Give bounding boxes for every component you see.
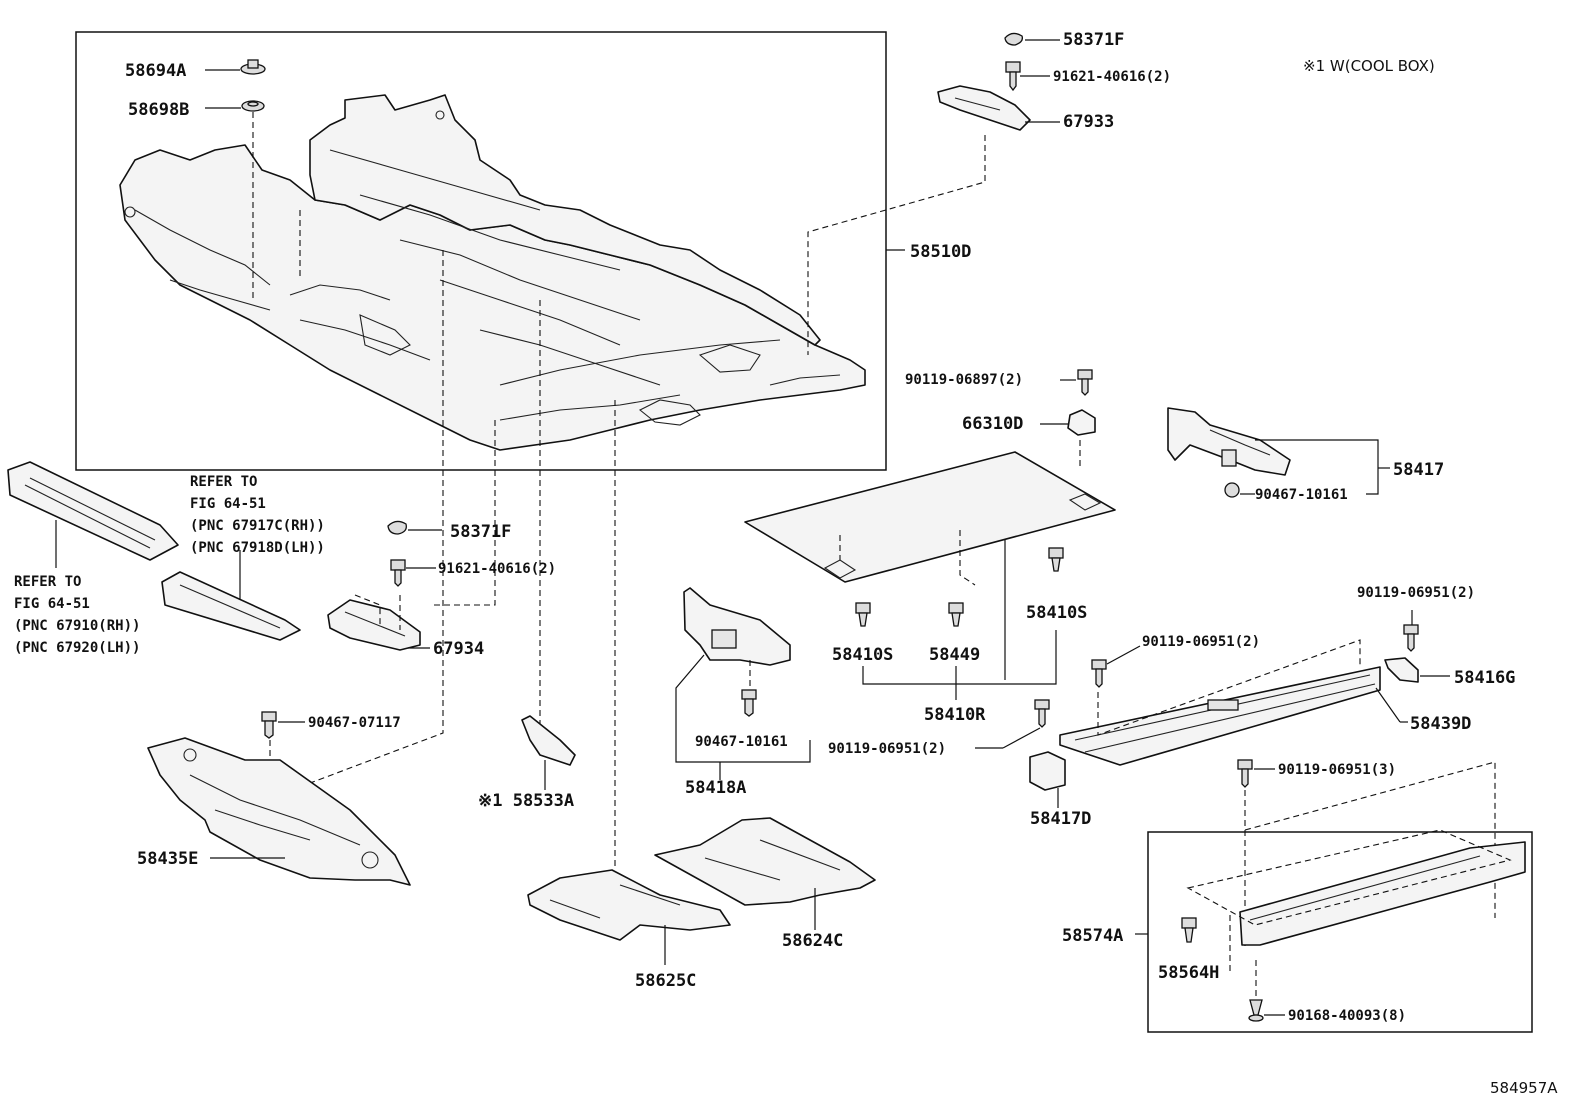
screw-91621-top [1005, 61, 1021, 92]
label-91621-mid: 91621-40616(2) [438, 561, 556, 577]
label-58371F-top: 58371F [1063, 30, 1124, 50]
bracket-58416G [1384, 657, 1419, 683]
label-67933: 67933 [1063, 112, 1114, 132]
label-58564H: 58564H [1158, 963, 1219, 983]
label-58410S-left: 58410S [832, 645, 893, 665]
label-58625C: 58625C [635, 971, 696, 991]
label-90467-10161-a: 90467-10161 [1255, 487, 1348, 503]
label-90119-06951-r: 90119-06951(2) [1357, 585, 1475, 601]
scuff-plate-lower [161, 571, 301, 641]
label-66310D: 66310D [962, 414, 1023, 434]
step-group-frame [1147, 831, 1533, 1033]
screw-90467-10161-a [1224, 482, 1240, 498]
screw-90168-40093 [1248, 999, 1264, 1022]
label-58574A: 58574A [1062, 926, 1123, 946]
bracket-67934 [327, 599, 421, 651]
label-90467-07117: 90467-07117 [308, 715, 401, 731]
clip-58564H [1181, 917, 1197, 943]
screw-90119-06951-m [1091, 659, 1107, 688]
bracket-66310D [1067, 409, 1096, 436]
refer-b-line-2: FIG 64-51 [14, 596, 90, 612]
label-58410R: 58410R [924, 705, 986, 725]
scuff-plate-upper [7, 461, 179, 561]
label-58533A: ※1 58533A [478, 791, 574, 811]
clip-58410S-right [1048, 547, 1064, 572]
screw-90119-06951-3 [1237, 759, 1253, 788]
refer-b-line-4: (PNC 67920(LH)) [14, 640, 140, 656]
bracket-58533A [521, 715, 576, 766]
label-58417: 58417 [1393, 460, 1444, 480]
bracket-58417 [1167, 407, 1291, 476]
bracket-67933 [937, 85, 1031, 131]
screw-90119-06951-r [1403, 624, 1419, 652]
bracket-58418A [683, 587, 791, 666]
label-58449: 58449 [929, 645, 980, 665]
refer-b-line-3: (PNC 67910(RH)) [14, 618, 140, 634]
clip-58371F-mid [387, 520, 407, 535]
screw-90119-06951-l [1034, 699, 1050, 728]
screw-91621-mid [390, 559, 406, 587]
refer-b-line-1: REFER TO [14, 574, 81, 590]
label-90467-10161-b: 90467-10161 [695, 734, 788, 750]
carpet-group-frame [75, 31, 887, 471]
label-58418A: 58418A [685, 778, 746, 798]
label-58371F-mid: 58371F [450, 522, 511, 542]
grommet-58698B [241, 100, 265, 112]
screw-90467-07117 [261, 711, 277, 739]
label-58435E: 58435E [137, 849, 198, 869]
cover-58625C [527, 869, 731, 941]
refer-a-line-3: (PNC 67917C(RH)) [190, 518, 325, 534]
bracket-58417D [1029, 751, 1066, 791]
refer-a-line-1: REFER TO [190, 474, 257, 490]
clip-58371F-top [1004, 32, 1023, 46]
figure-code: 584957A [1490, 1079, 1558, 1097]
label-58410S-right: 58410S [1026, 603, 1087, 623]
screw-90119-06897 [1077, 369, 1093, 396]
label-58694A: 58694A [125, 61, 186, 81]
clip-58694A [240, 59, 266, 75]
cover-58624C [654, 817, 876, 906]
clip-58449 [948, 602, 964, 627]
label-58510D: 58510D [910, 242, 971, 262]
step-58574A [1239, 841, 1526, 946]
rail-58439D [1059, 666, 1381, 766]
floor-carpet-assembly [119, 94, 866, 451]
label-58416G: 58416G [1454, 668, 1515, 688]
label-91621-top: 91621-40616(2) [1053, 69, 1171, 85]
label-58417D: 58417D [1030, 809, 1091, 829]
cover-plate [744, 451, 1116, 583]
label-58439D: 58439D [1410, 714, 1471, 734]
panel-58435E [147, 737, 411, 886]
cool-box-note: ※1 W(COOL BOX) [1303, 57, 1435, 75]
label-90168-40093: 90168-40093(8) [1288, 1008, 1406, 1024]
label-67934: 67934 [433, 639, 484, 659]
label-90119-06951-m: 90119-06951(2) [1142, 634, 1260, 650]
label-58698B: 58698B [128, 100, 189, 120]
screw-90467-10161-b [741, 689, 757, 717]
refer-a-line-2: FIG 64-51 [190, 496, 266, 512]
clip-58410S-left [855, 602, 871, 627]
label-90119-06951-3: 90119-06951(3) [1278, 762, 1396, 778]
label-90119-06951-l: 90119-06951(2) [828, 741, 946, 757]
refer-a-line-4: (PNC 67918D(LH)) [190, 540, 325, 556]
label-58624C: 58624C [782, 931, 843, 951]
label-90119-06897: 90119-06897(2) [905, 372, 1023, 388]
